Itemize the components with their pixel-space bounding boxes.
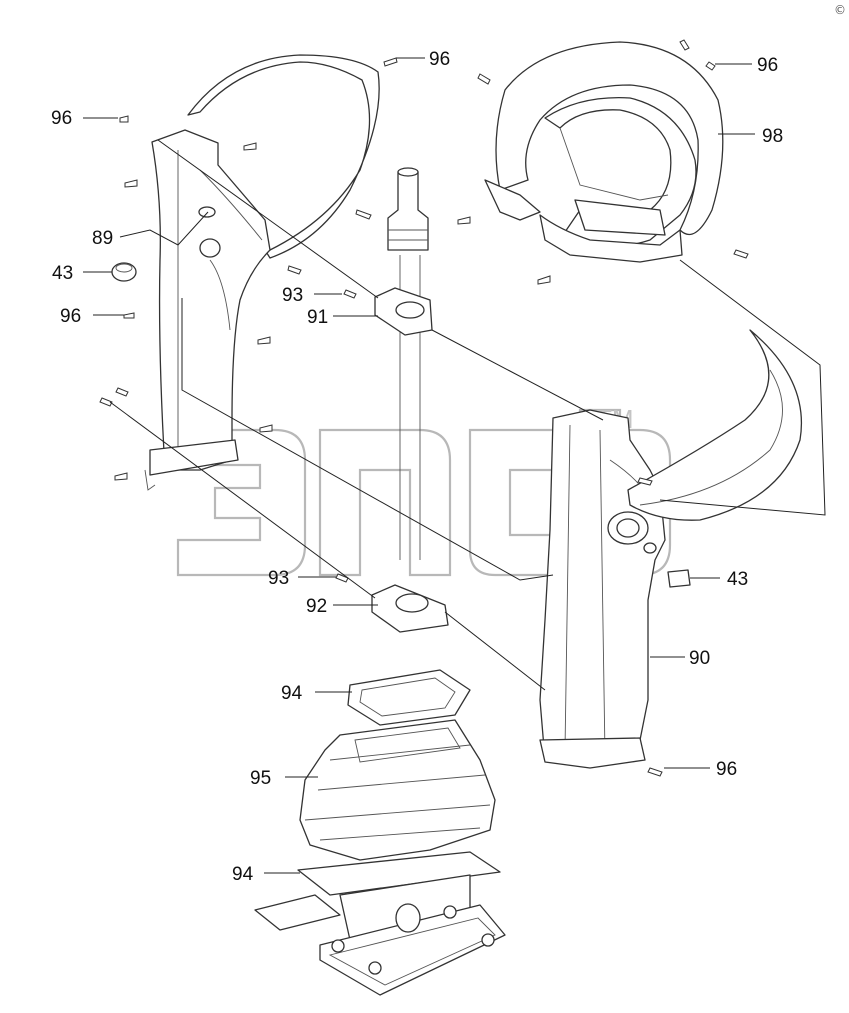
callout-96-bottom-right: 96 — [716, 759, 737, 780]
callout-96-top-center: 96 — [429, 49, 450, 70]
corner-mark: © — [834, 3, 846, 17]
part-91-clamp — [374, 287, 433, 336]
callout-94-lower: 94 — [232, 864, 254, 885]
callout-96-top-left: 96 — [51, 108, 72, 129]
callout-94-upper: 94 — [281, 683, 303, 704]
callout-89: 89 — [92, 228, 113, 249]
part-95-boot — [299, 719, 496, 861]
part-89-left-housing — [144, 54, 380, 491]
joystick-shaft — [387, 167, 429, 560]
part-43-cap-left — [111, 262, 137, 282]
callout-91: 91 — [307, 307, 328, 328]
callout-labels: 96 96 96 98 89 43 93 91 96 93 92 43 90 9… — [51, 49, 783, 885]
screws — [99, 39, 749, 777]
callout-leaders — [83, 57, 755, 874]
callout-43-right: 43 — [727, 569, 748, 590]
part-94-upper-plate — [347, 669, 471, 726]
callout-92: 92 — [306, 596, 327, 617]
callout-98: 98 — [762, 126, 783, 147]
part-92-clamp — [371, 584, 449, 633]
callout-43-left: 43 — [52, 263, 73, 284]
callout-93-upper: 93 — [282, 285, 303, 306]
part-90-right-housing — [539, 329, 803, 769]
joystick-base — [254, 874, 506, 996]
callout-95: 95 — [250, 768, 271, 789]
callout-96-top-right: 96 — [757, 55, 778, 76]
callout-90: 90 — [689, 648, 710, 669]
callout-96-mid-left: 96 — [60, 306, 81, 327]
callout-93-lower: 93 — [268, 568, 289, 589]
assembly-lines — [109, 139, 826, 691]
part-43-cap-right — [667, 569, 691, 588]
part-98-top-cover — [484, 41, 724, 263]
part-94-lower-plate — [297, 851, 501, 896]
